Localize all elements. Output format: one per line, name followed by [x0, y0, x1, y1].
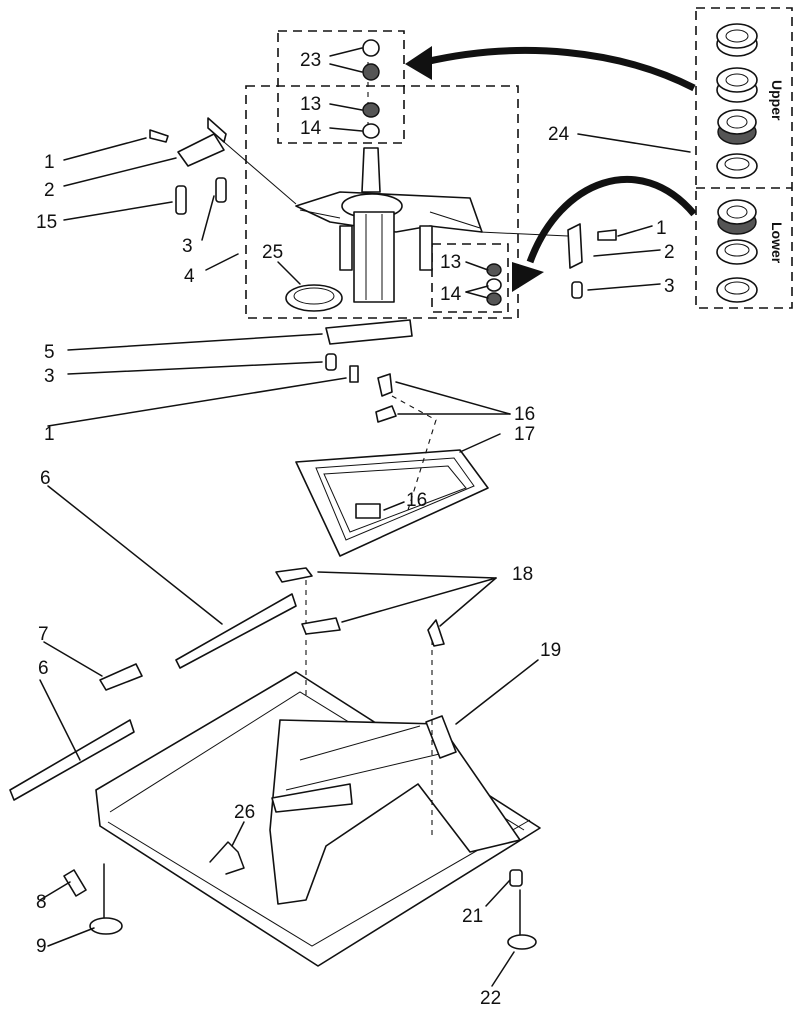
lower-bearing-group-box [431, 243, 509, 313]
clamp-part-5 [325, 319, 413, 383]
bracket-part-26 [209, 841, 245, 875]
upper-kit-arrow-head [405, 46, 432, 80]
callout-3-mid: 3 [44, 366, 55, 387]
lower-bearing-2 [716, 239, 758, 265]
upper-bearing-4 [716, 153, 758, 179]
callout-16-mid: 16 [406, 490, 427, 511]
callout-4: 4 [184, 266, 195, 287]
callout-6-bottom: 6 [38, 658, 49, 679]
side-rails-6 [9, 593, 297, 801]
callout-6-top: 6 [40, 468, 51, 489]
base-frame-19 [95, 570, 541, 967]
callout-17: 17 [514, 424, 535, 445]
left-bracket-parts [149, 117, 297, 215]
callout-7: 7 [38, 624, 49, 645]
callout-2-left: 2 [44, 180, 55, 201]
leveling-foot-22 [507, 934, 537, 950]
callout-1-left: 1 [44, 152, 55, 173]
gearcase-hub [295, 147, 483, 303]
callout-3-left: 3 [182, 236, 193, 257]
callout-labels: 23 13 14 24 1 2 15 3 4 25 13 14 1 2 3 5 … [36, 50, 675, 1009]
tub-support-frame-17 [295, 449, 489, 557]
callout-3-right: 3 [664, 276, 675, 297]
callout-25: 25 [262, 242, 283, 263]
callout-5: 5 [44, 342, 55, 363]
callout-2-right: 2 [664, 242, 675, 263]
leveling-foot-9 [89, 863, 123, 935]
callout-8: 8 [36, 892, 47, 913]
callout-16-top: 16 [514, 404, 535, 425]
bearing-part-13-14 [362, 102, 380, 139]
callout-14-upper: 14 [300, 118, 322, 139]
callout-1-right: 1 [656, 218, 667, 239]
callout-13-lower: 13 [440, 252, 461, 273]
callout-19: 19 [540, 640, 561, 661]
bearing-part-23 [362, 39, 380, 81]
upper-bearing-1 [716, 23, 758, 57]
callout-21: 21 [462, 906, 483, 927]
callout-14-lower: 14 [440, 284, 462, 305]
callout-22: 22 [480, 988, 501, 1009]
callout-9: 9 [36, 936, 47, 957]
callout-26: 26 [234, 802, 255, 823]
upper-bearing-group-box [277, 30, 405, 144]
pad-parts-16 [355, 373, 437, 519]
bearing-kit-box: Upper Lower [695, 7, 793, 309]
leg-part-21 [509, 869, 523, 941]
hub-assembly-box [245, 85, 519, 319]
upper-bearing-2 [716, 67, 758, 103]
callout-1-mid: 1 [44, 424, 55, 445]
leader-lines [39, 47, 691, 987]
lower-bearing-1 [717, 199, 757, 235]
clip-parts-18 [275, 567, 445, 647]
callout-18: 18 [512, 564, 533, 585]
upper-kit-label: Upper [769, 80, 785, 121]
seal-part-25 [285, 284, 343, 312]
lower-kit-label: Lower [769, 222, 785, 264]
kit-arrows [405, 46, 697, 292]
callout-23: 23 [300, 50, 321, 71]
lower-kit-arrow-head [512, 262, 544, 292]
callout-24: 24 [548, 124, 570, 145]
lower-bearing-3 [716, 277, 758, 303]
right-bracket-parts [479, 223, 617, 299]
leg-part-8 [63, 869, 87, 897]
spring-part-7 [99, 663, 143, 691]
upper-bearing-3 [717, 109, 757, 145]
callout-15: 15 [36, 212, 57, 233]
callout-13-upper: 13 [300, 94, 321, 115]
bearing-part-13-14-lower [486, 263, 502, 306]
